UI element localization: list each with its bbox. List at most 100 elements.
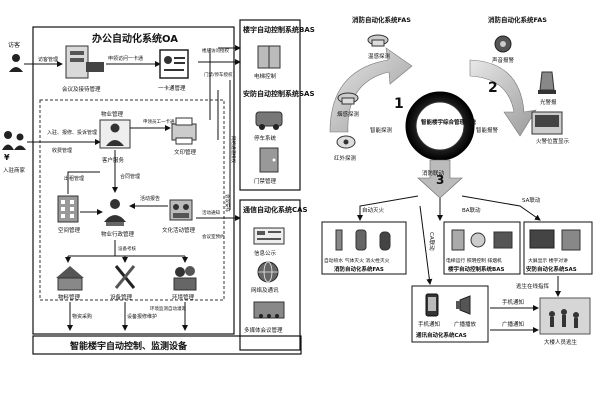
cas-box-label: 通讯自动化系统CAS [416, 331, 467, 339]
bas-box-label: 楼宇自动控制系统BAS [448, 265, 504, 273]
parking-label: 停车系统 [254, 134, 277, 142]
broadcast2-label: 广播通知 [502, 320, 524, 328]
env-monitor-label: 环境监测自动灌溉 [150, 305, 186, 312]
doc-print-label: 文印管理 [174, 148, 197, 156]
smart-detect-label: 智能探测 [370, 126, 393, 134]
meeting-schedule-label: 会议安排 [224, 194, 231, 212]
light-alarm-icon [538, 71, 556, 94]
bas-sas-frame [239, 19, 301, 191]
ir-detect-label: 红外探测 [334, 154, 357, 162]
stock-mgmt-label: 物料管理 [58, 293, 81, 301]
meeting-mgmt-label: 会议及接待管理 [62, 85, 101, 93]
smart-alarm-label: 智能报警 [476, 126, 499, 134]
temp-sensor-icon [367, 34, 389, 47]
server-icon [65, 45, 104, 79]
culture-icon [169, 199, 193, 221]
network-label: 网络及通讯 [251, 286, 279, 294]
bottom-bar [32, 335, 302, 355]
fas-left-title: 消防自动化系统FAS [352, 15, 411, 24]
fas-right-title: 消防自动化系统FAS [488, 15, 547, 24]
tools-icon [114, 265, 136, 289]
broadcast-icon [456, 295, 471, 315]
bottom-bar-label: 智能楼宇自动控制、监测设备 [70, 340, 188, 352]
env-mgmt-label: 环境管理 [172, 293, 195, 301]
smoke-detect-label: 烟感探测 [337, 110, 360, 118]
space-mgmt-label: 空间管理 [58, 226, 81, 234]
light-alarm-label: 光警报 [540, 98, 557, 106]
auto-fire-label: 自动灭火 [362, 206, 385, 214]
meeting-room-icon [253, 301, 285, 319]
activity-report-label: 活动报告 [140, 195, 160, 202]
bas-devices-icon [451, 229, 513, 251]
device-repair-label: 设备报修维护 [127, 313, 157, 320]
step-1: 1 [394, 96, 404, 112]
card-apply2-label: 申领员工一卡通 [143, 118, 175, 125]
tenant-icon: ¥ [2, 131, 26, 162]
cas-box [411, 285, 489, 343]
fire-display-label: 火警位置显示 [536, 137, 570, 145]
fas-box-label: 消防自动化系统FAS [334, 265, 384, 273]
broadcast-label: 广播播放 [454, 320, 477, 328]
warehouse-icon [56, 266, 84, 291]
id-card-icon [159, 49, 189, 79]
door-label: 门禁管理 [254, 177, 277, 185]
admin-mgmt-label: 物业行政管理 [101, 230, 135, 238]
culture-mgmt-label: 文化活动管理 [162, 226, 196, 234]
fee-mgmt-label: 收费管理 [52, 147, 72, 154]
elevator-icon [257, 45, 281, 69]
door-icon [259, 147, 279, 173]
sas-devices-icon [529, 229, 581, 251]
multimedia-label: 多媒体会议管理 [244, 326, 283, 334]
tenant-label: 入驻商家 [3, 166, 26, 174]
phone-notice-label: 手机通知 [418, 320, 440, 328]
sas-box-label: 安防自动化系统SAS [526, 265, 577, 273]
property-frame [39, 99, 225, 301]
step-2: 2 [488, 80, 498, 96]
net-auth-label: 网络通道授权 [230, 136, 237, 163]
crowd-label: 大楼人员逃生 [544, 338, 578, 346]
cas-frame [239, 199, 301, 351]
customer-service-label: 客户服务 [102, 156, 125, 164]
card-mgmt-label: 一卡通管理 [158, 84, 186, 92]
card-apply-label: 申领访问一卡通 [108, 55, 143, 62]
device-mgmt-label: 设备管理 [110, 293, 133, 301]
bas-box [443, 221, 521, 275]
step-3: 3 [436, 173, 444, 187]
fas-items-label: 自动喷水 气体灭火 消火栓灭火 [324, 257, 390, 264]
visitor-mgmt-label: 访客管理 [38, 56, 58, 63]
phone-icon [425, 293, 439, 317]
arc-arrow-2 [469, 59, 537, 137]
activity-notice-label: 活动通知 [202, 209, 220, 216]
sas-title: 安防自动控制系统SAS [243, 89, 315, 98]
globe-icon [257, 261, 279, 283]
sprinkler-icon [335, 229, 391, 251]
meeting-book-label: 会议室预约 [202, 233, 225, 240]
down-arrow-3 [417, 159, 463, 199]
printer-icon [171, 117, 197, 145]
sas-items-label: 大屏显示 楼宇对讲 [528, 257, 568, 264]
admin-icon [104, 199, 126, 226]
plant-icon [173, 266, 197, 291]
center-label: 智能楼宇综合管理系统 [421, 118, 477, 126]
visit-auth-label: 楼层访问授权 [202, 47, 229, 54]
visitor-icon [9, 54, 23, 72]
cas-title: 通信自动化系统CAS [243, 205, 308, 214]
manager-icon [99, 119, 131, 149]
visitor-label: 访客 [8, 41, 20, 49]
door-auth-label: 门禁/停车授权 [204, 71, 233, 78]
equip-check-label: 设备考核 [118, 245, 136, 252]
ir-sensor-icon [336, 135, 356, 149]
building-icon [57, 195, 79, 223]
info-notice-label: 信息公示 [254, 249, 277, 257]
info-board-icon [253, 227, 285, 245]
crowd-icon [539, 297, 591, 335]
fas-box [321, 221, 407, 275]
temp-detect-label: 温感探测 [368, 52, 391, 60]
sas-box [523, 221, 593, 275]
sa-link-label: SA联动 [522, 196, 541, 204]
smoke-sensor-icon [337, 92, 359, 105]
bas-title: 楼宇自动控制系统BAS [243, 25, 315, 34]
rent-mgmt-label: 出租管理 [64, 175, 84, 182]
fire-display-icon [531, 111, 563, 135]
